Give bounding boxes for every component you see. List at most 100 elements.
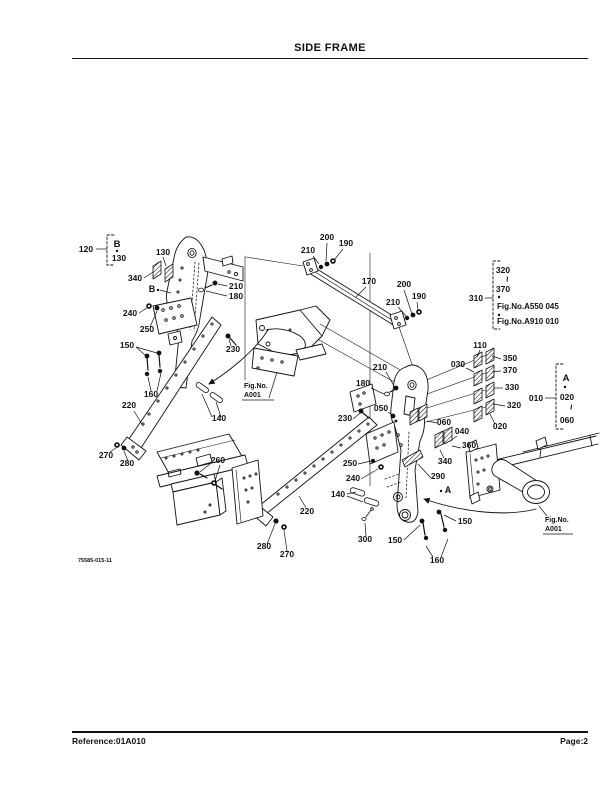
reference-brackets bbox=[106, 234, 564, 430]
leader-line bbox=[162, 256, 167, 267]
callout-250: 250 bbox=[140, 324, 154, 334]
callout-200: 200 bbox=[397, 279, 411, 289]
leader-line bbox=[416, 301, 419, 311]
leader-line bbox=[312, 255, 320, 265]
leader-line bbox=[425, 545, 434, 558]
callout-140: 140 bbox=[212, 413, 226, 423]
leader-line bbox=[439, 449, 445, 459]
fig-ref-a001-1b: A001 bbox=[244, 392, 261, 399]
callout-300: 300 bbox=[358, 534, 372, 544]
callout-120: 120 bbox=[79, 244, 93, 254]
ballast-bracket-cluster bbox=[156, 433, 264, 526]
callout-220: 220 bbox=[122, 400, 136, 410]
leader-line bbox=[201, 393, 213, 418]
marker-dot bbox=[115, 249, 119, 253]
bracket-b-range: 130 bbox=[112, 253, 126, 263]
leader-line bbox=[138, 307, 148, 314]
callout-140: 140 bbox=[331, 489, 345, 499]
callout-260: 260 bbox=[211, 455, 225, 465]
callout-190: 190 bbox=[339, 238, 353, 248]
bracket-b-letter: B bbox=[114, 239, 121, 250]
callout-050: 050 bbox=[374, 403, 388, 413]
callout-030: 030 bbox=[451, 359, 465, 369]
page-header: SIDE FRAME bbox=[72, 38, 588, 59]
leader-line bbox=[149, 310, 158, 328]
leader-line bbox=[135, 346, 146, 356]
leader-curves bbox=[208, 329, 537, 514]
callout-350: 350 bbox=[503, 353, 517, 363]
callout-150: 150 bbox=[458, 516, 472, 526]
bracket-310-range-start: 320 bbox=[496, 265, 510, 275]
leader-line bbox=[403, 524, 421, 541]
callout-370: 370 bbox=[503, 365, 517, 375]
callout-250: 250 bbox=[343, 458, 357, 468]
page-footer: Reference:01A010 Page:2 bbox=[72, 731, 588, 746]
leader-line bbox=[538, 505, 548, 517]
leader-line bbox=[465, 367, 475, 373]
callout-340: 340 bbox=[128, 273, 142, 283]
bracket-a-range-start: 020 bbox=[560, 392, 574, 402]
callout-290: 290 bbox=[431, 471, 445, 481]
fig-ref-a550: Fig.No.A550 045 bbox=[497, 302, 559, 311]
callout-210: 210 bbox=[386, 297, 400, 307]
leader-line bbox=[491, 355, 502, 360]
leader-line bbox=[199, 463, 211, 473]
callout-210: 210 bbox=[229, 281, 243, 291]
callout-040: 040 bbox=[455, 426, 469, 436]
callout-280: 280 bbox=[120, 458, 134, 468]
callout-180: 180 bbox=[356, 378, 370, 388]
leader-line bbox=[283, 529, 288, 552]
leader-line bbox=[397, 306, 407, 317]
leader-line bbox=[426, 420, 438, 424]
mount-bracket-a001 bbox=[251, 305, 331, 377]
leader-line bbox=[133, 410, 144, 427]
callout-060: 060 bbox=[437, 417, 451, 427]
leader-line bbox=[143, 271, 154, 279]
leader-line bbox=[360, 468, 379, 480]
marker-dot bbox=[156, 288, 160, 292]
leader-line bbox=[370, 387, 385, 395]
fastener-heads bbox=[114, 258, 448, 541]
callout-240: 240 bbox=[346, 473, 360, 483]
callout-270: 270 bbox=[99, 450, 113, 460]
marker-b: B bbox=[149, 284, 156, 294]
leader-line bbox=[385, 371, 395, 387]
leader-line bbox=[491, 370, 502, 373]
marker-dot bbox=[497, 313, 501, 317]
callout-230: 230 bbox=[338, 413, 352, 423]
callout-150: 150 bbox=[120, 340, 134, 350]
callout-010: 010 bbox=[529, 393, 543, 403]
callout-360: 360 bbox=[462, 440, 476, 450]
leader-line bbox=[417, 463, 432, 479]
bracket-310-tilde: ~ bbox=[501, 276, 512, 282]
drawing-number: 75585-015-11 bbox=[78, 558, 112, 564]
leader-line bbox=[476, 349, 481, 358]
leader-line bbox=[489, 413, 496, 425]
callout-110: 110 bbox=[473, 340, 487, 350]
fig-ref-a910: Fig.No.A910 010 bbox=[497, 317, 559, 326]
callout-200: 200 bbox=[320, 232, 334, 242]
leader-line bbox=[135, 346, 158, 354]
leader-line bbox=[387, 411, 393, 416]
leader-line bbox=[355, 286, 367, 298]
frame-assembly-left bbox=[120, 236, 244, 461]
leader-line bbox=[364, 522, 367, 537]
leader-line bbox=[403, 289, 413, 315]
reference-number: Reference:01A010 bbox=[72, 736, 146, 746]
leader-line bbox=[492, 403, 506, 407]
leader-line bbox=[205, 290, 228, 297]
marker-dot bbox=[563, 385, 567, 389]
leader-line bbox=[123, 450, 129, 462]
callout-280: 280 bbox=[257, 541, 271, 551]
callout-220: 220 bbox=[300, 506, 314, 516]
callout-020: 020 bbox=[493, 421, 507, 431]
leader-line bbox=[449, 435, 458, 442]
page-title: SIDE FRAME bbox=[294, 42, 366, 54]
leader-line bbox=[156, 372, 162, 392]
frame-assembly-right bbox=[250, 364, 429, 527]
leader-line bbox=[346, 491, 357, 495]
leader-line bbox=[325, 242, 328, 262]
callout-320: 320 bbox=[507, 400, 521, 410]
